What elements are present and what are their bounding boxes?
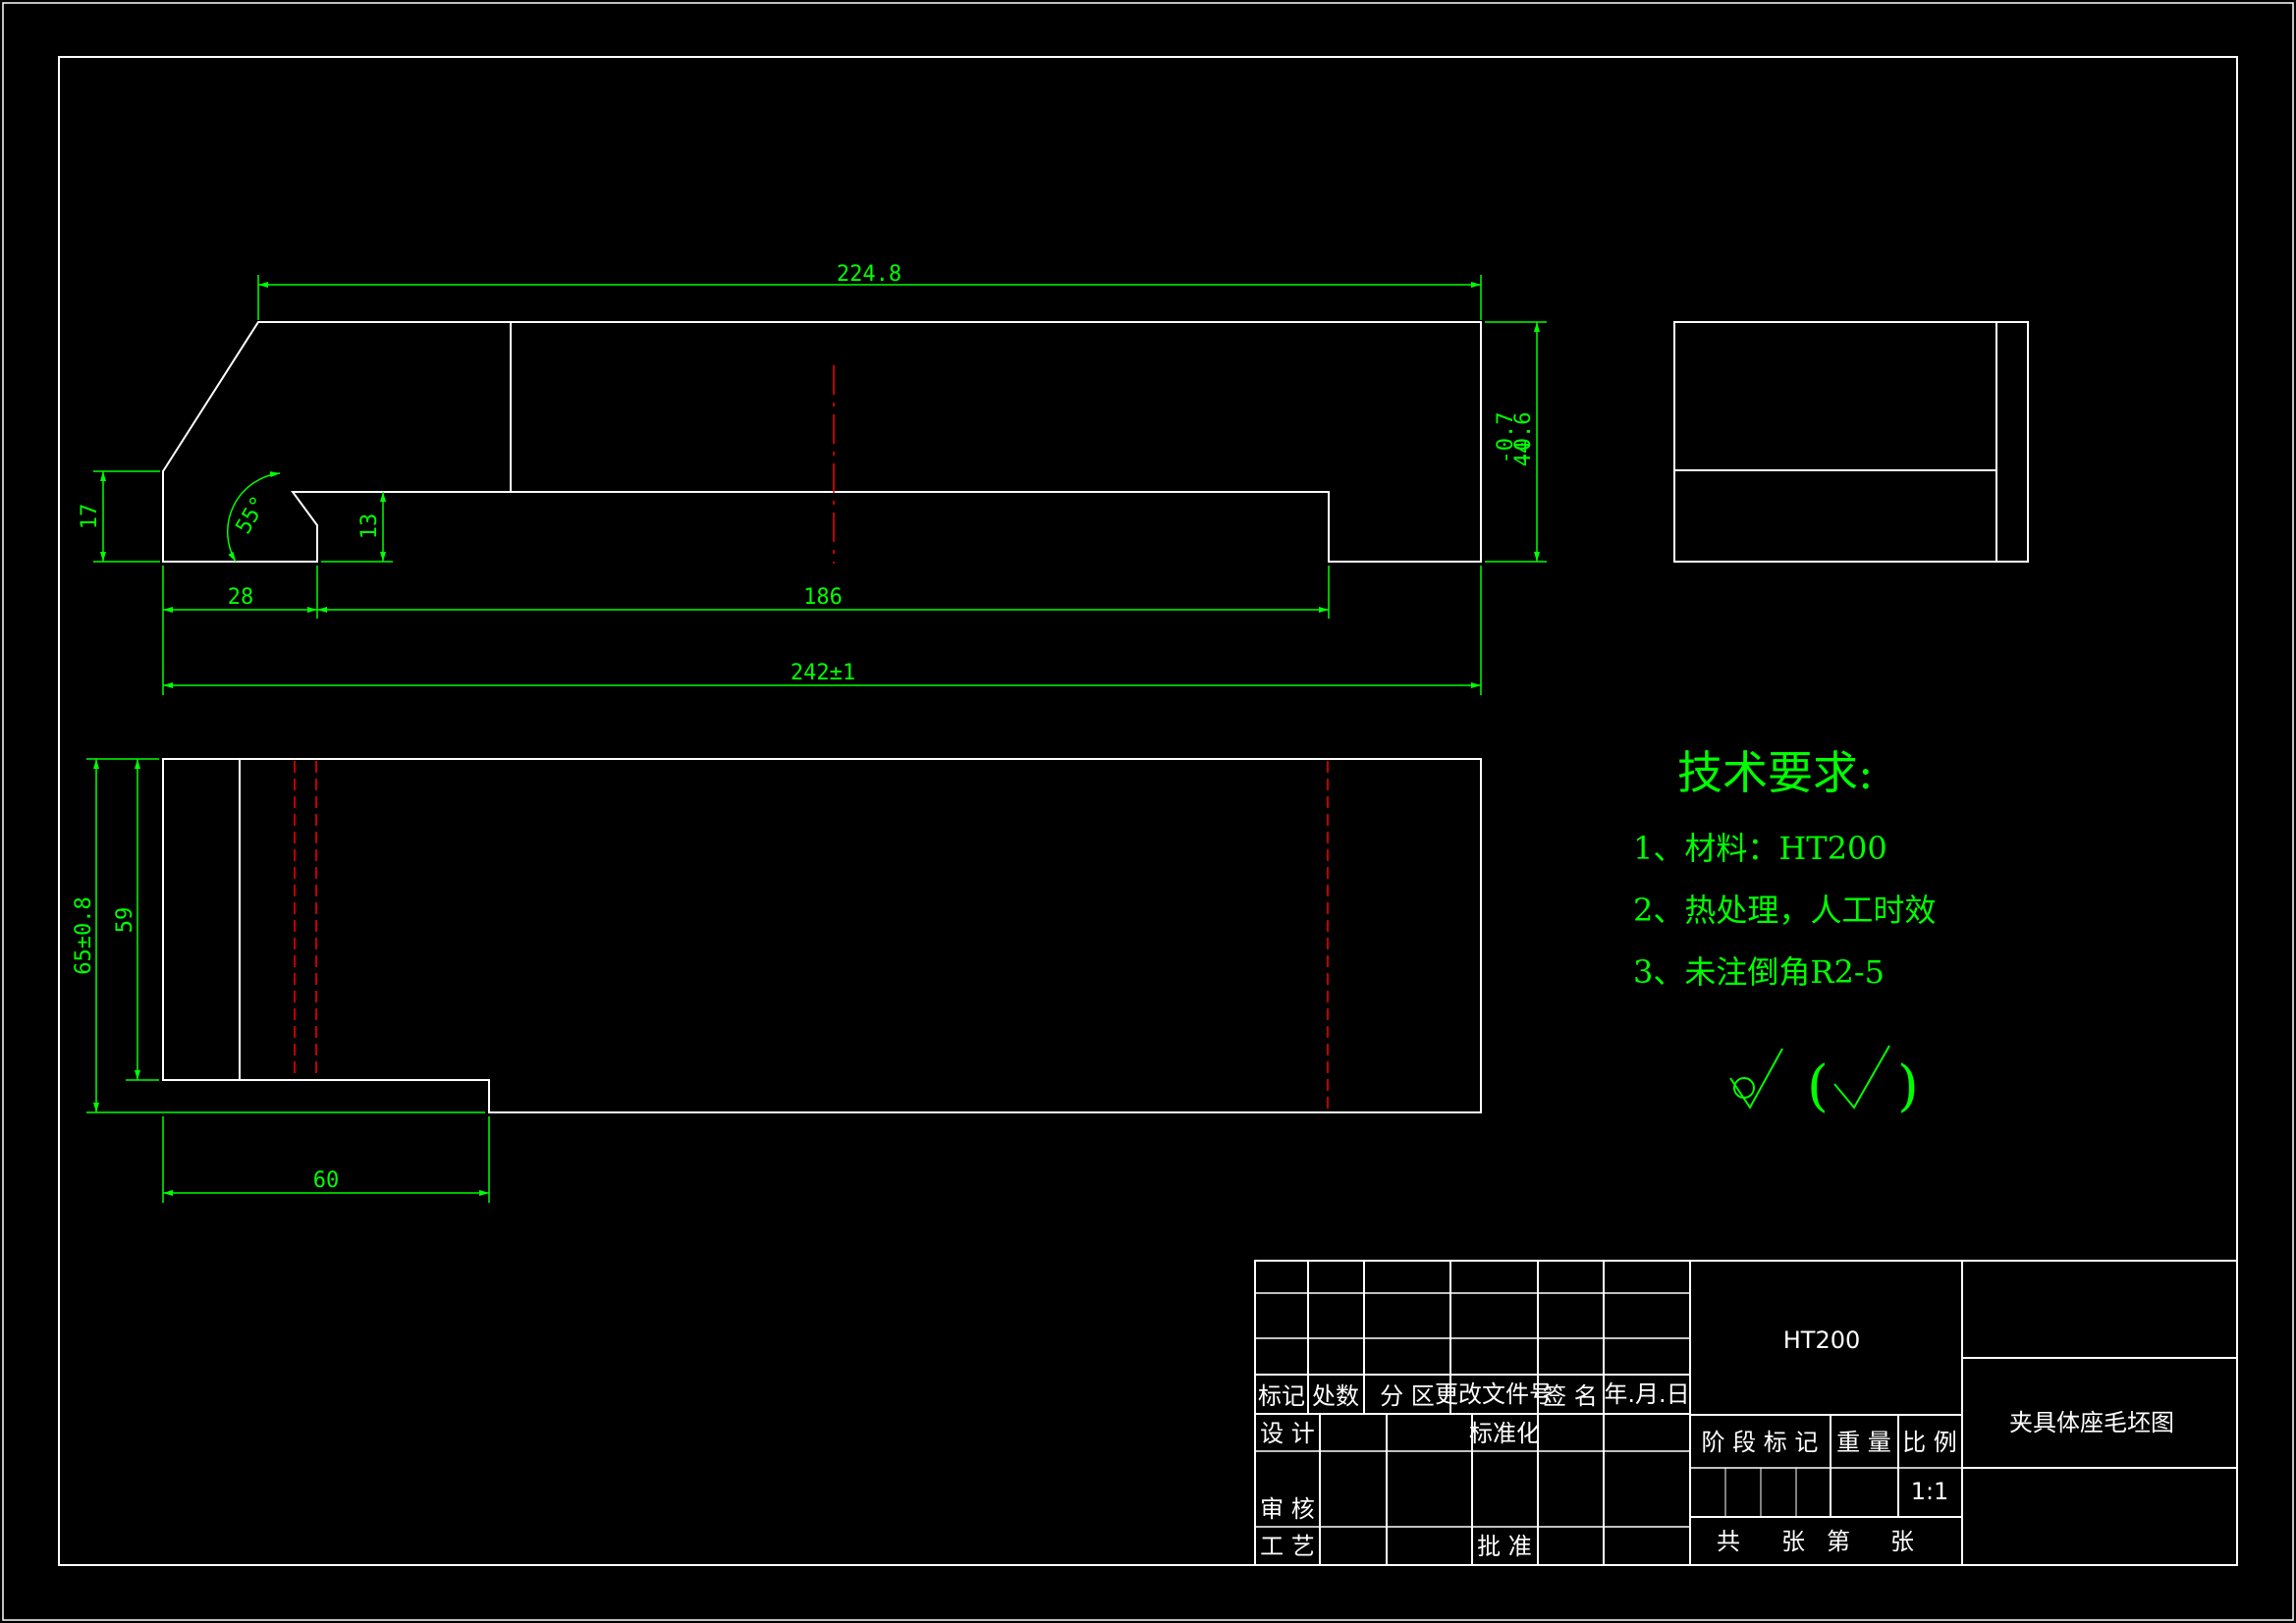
tb-scale-value: 1:1 — [1911, 1478, 1949, 1505]
tech-req-item-1: 1、材料：HT200 — [1633, 830, 1887, 867]
dim-13: 13 — [357, 514, 382, 540]
surface-roughness-icon — [1729, 1045, 1890, 1109]
tech-req-title: 技术要求: — [1677, 746, 1874, 799]
tb-label-design: 设 计 — [1260, 1420, 1315, 1447]
tb-label-review: 审 核 — [1260, 1495, 1315, 1523]
dim-44-tol-upper: -0.7 — [1494, 412, 1518, 464]
drawing-frame — [58, 56, 2238, 1566]
dim-60: 60 — [313, 1168, 340, 1193]
tb-drawing-title: 夹具体座毛坯图 — [2009, 1409, 2174, 1436]
tb-label-sheet: 张 — [1890, 1528, 1914, 1555]
tb-label-stage-mark: 阶 段 标 记 — [1702, 1429, 1819, 1456]
tb-label-total: 共 — [1717, 1528, 1740, 1555]
dim-59: 59 — [113, 907, 137, 934]
dim-17: 17 — [78, 504, 102, 530]
roughness-bracket-close: ) — [1897, 1055, 1919, 1118]
dim-224-8: 224.8 — [837, 262, 902, 287]
top-dimensions — [86, 758, 490, 1203]
top-hidden-lines — [294, 761, 1329, 1110]
tb-label-date: 年.月.日 — [1604, 1380, 1689, 1408]
dim-44-tol-lower: -0.6 — [1511, 412, 1536, 464]
dim-44: 44 — [1511, 441, 1536, 467]
side-view — [1673, 321, 2029, 563]
dim-65: 65±0.8 — [72, 896, 96, 974]
tech-req-item-2: 2、热处理，人工时效 — [1633, 892, 1936, 929]
tb-label-weight: 重 量 — [1836, 1429, 1891, 1456]
dim-28: 28 — [228, 585, 254, 610]
tb-label-approve: 批 准 — [1477, 1533, 1532, 1560]
tb-label-standardize: 标准化 — [1469, 1420, 1540, 1447]
tb-material: HT200 — [1783, 1326, 1861, 1354]
top-view — [162, 758, 1482, 1113]
tb-label-signature: 签 名 — [1543, 1382, 1598, 1410]
front-view — [162, 321, 1482, 563]
tb-label-process: 工 艺 — [1260, 1533, 1315, 1560]
tb-label-mark: 标记 — [1258, 1382, 1305, 1410]
roughness-bracket-open: ( — [1807, 1055, 1829, 1118]
tb-label-zone: 分 区 — [1380, 1382, 1435, 1410]
tb-label-ratio: 比 例 — [1902, 1429, 1957, 1456]
tech-req-item-3: 3、未注倒角R2-5 — [1633, 953, 1885, 991]
tb-label-sheet-no: 第 — [1827, 1528, 1850, 1555]
dim-242: 242±1 — [791, 661, 855, 685]
tb-label-count: 处数 — [1312, 1382, 1359, 1410]
front-dimensions — [93, 275, 1547, 695]
title-block — [1254, 1260, 2238, 1566]
dim-186: 186 — [803, 585, 843, 610]
tb-label-sheets: 张 — [1781, 1528, 1805, 1555]
tb-label-doc-no: 更改文件号 — [1435, 1380, 1553, 1408]
